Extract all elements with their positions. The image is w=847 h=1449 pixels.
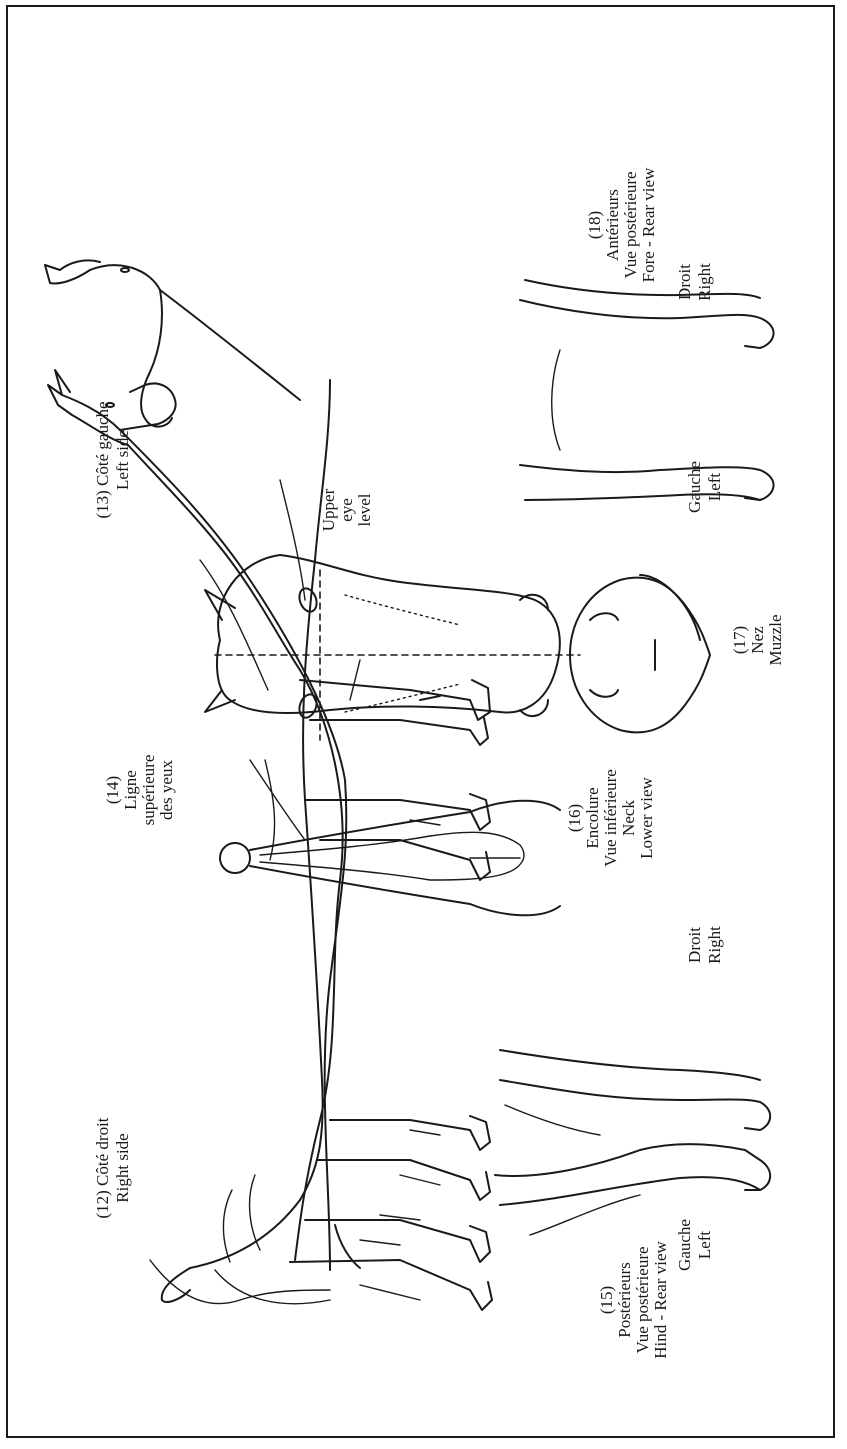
label-left-side-sub: Left side	[113, 430, 132, 490]
label-upper-eye-3: level	[355, 493, 374, 526]
label-neck-num: (16)	[565, 804, 584, 832]
label-eye-line-2: Ligne	[121, 770, 140, 810]
label-hind-right-1: Droit	[685, 927, 704, 963]
label-fore-3: Vue postérieure	[621, 171, 640, 278]
label-fore-right-1: Droit	[675, 264, 694, 300]
label-muzzle-num: (17)	[730, 626, 749, 654]
label-hind-right-2: Right	[705, 926, 724, 964]
label-hind: (15) Postérieurs Vue postérieure Hind - …	[597, 1241, 670, 1359]
label-eye-line-3: supérieure	[139, 755, 158, 826]
label-neck: (16) Encolure Vue inférieure Neck Lower …	[565, 769, 656, 867]
label-hind-left-2: Left	[695, 1231, 714, 1260]
label-upper-eye: Upper eye level	[319, 488, 374, 531]
label-fore-left-2: Left	[705, 473, 724, 502]
label-fore-left: Gauche Left	[685, 461, 724, 513]
label-fore-right: Droit Right	[675, 263, 714, 301]
label-hind-left: Gauche Left	[675, 1219, 714, 1271]
label-neck-4: Neck	[619, 800, 638, 836]
label-fore: (18) Antérieurs Vue postérieure Fore - R…	[585, 167, 658, 282]
label-right-side: (12) Côté droit Right side	[93, 1117, 132, 1218]
label-fore-num: (18)	[585, 211, 604, 239]
label-neck-2: Encolure	[583, 787, 602, 848]
label-upper-eye-2: eye	[337, 498, 356, 522]
label-fore-left-1: Gauche	[685, 461, 704, 513]
label-fore-2: Antérieurs	[603, 189, 622, 261]
label-hind-2: Postérieurs	[615, 1262, 634, 1338]
label-left-side-title: (13) Côté gauche	[93, 401, 112, 518]
label-hind-right: Droit Right	[685, 926, 724, 964]
label-hind-3: Vue postérieure	[633, 1246, 652, 1353]
label-left-side: (13) Côté gauche Left side	[93, 401, 132, 518]
label-fore-4: Fore - Rear view	[639, 167, 658, 282]
fore-legs-rear-view	[520, 280, 774, 500]
hind-legs-rear-view	[495, 1050, 770, 1235]
label-neck-5: Lower view	[637, 776, 656, 858]
muzzle-view	[570, 575, 710, 732]
label-right-side-title: (12) Côté droit	[93, 1117, 112, 1218]
label-hind-num: (15)	[597, 1286, 616, 1314]
label-eye-line-4: des yeux	[157, 760, 176, 820]
head-front-view	[205, 555, 580, 740]
label-muzzle-3: Muzzle	[766, 615, 785, 666]
label-muzzle: (17) Nez Muzzle	[730, 615, 785, 666]
label-eye-line-num: (14)	[103, 776, 122, 804]
label-fore-right-2: Right	[695, 263, 714, 301]
label-neck-3: Vue inférieure	[601, 769, 620, 867]
label-muzzle-2: Nez	[748, 626, 767, 654]
label-hind-4: Hind - Rear view	[651, 1241, 670, 1359]
label-right-side-sub: Right side	[113, 1133, 132, 1202]
label-upper-eye-1: Upper	[319, 488, 338, 531]
label-eye-line: (14) Ligne supérieure des yeux	[103, 755, 176, 826]
label-hind-left-1: Gauche	[675, 1219, 694, 1271]
